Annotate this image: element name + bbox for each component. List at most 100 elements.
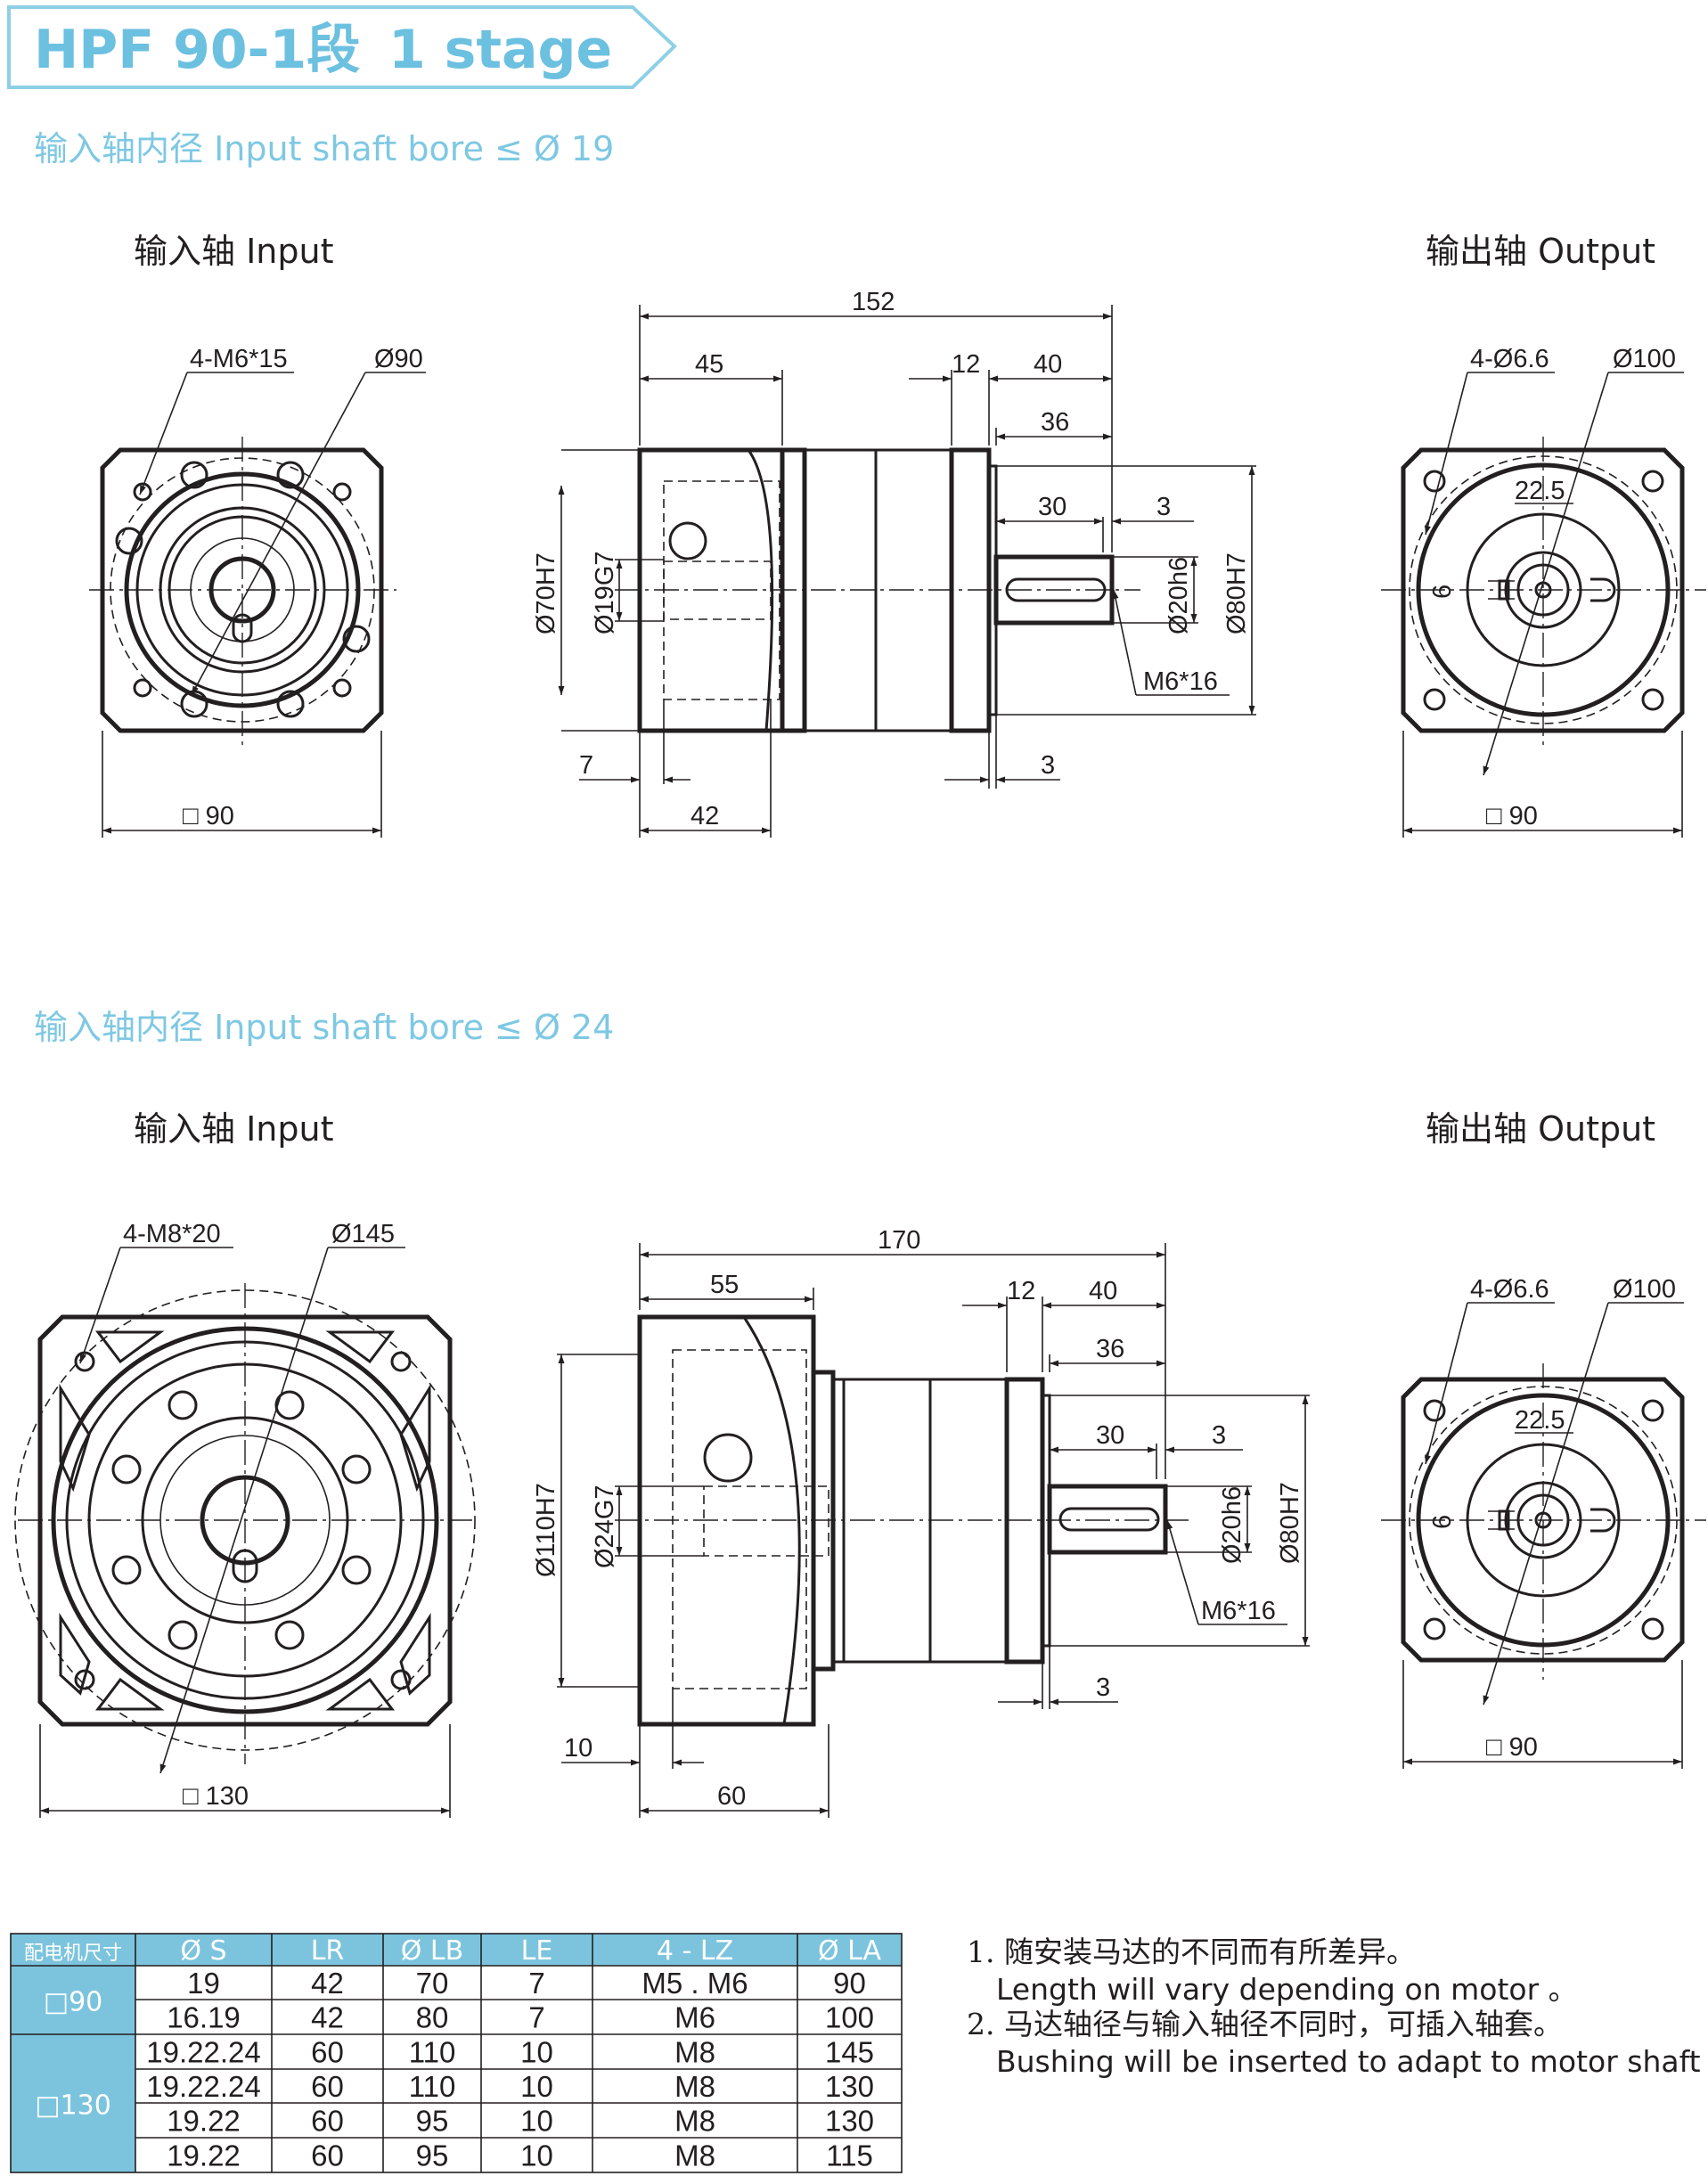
- table-cell: 10: [520, 2139, 553, 2172]
- table-cell: 100: [825, 2001, 874, 2034]
- table-cell: 10: [520, 2070, 553, 2103]
- table-group-label: □130: [35, 2090, 111, 2122]
- s2-pilot-label: Ø80H7: [1276, 1482, 1304, 1564]
- s2-input-holes-label: 4-M8*20: [123, 1220, 221, 1248]
- s2-d3a-label: 3: [1212, 1421, 1226, 1450]
- note-1-cn: 1. 随安装马达的不同而有所差异。: [967, 1935, 1416, 1969]
- s1-total-label: 152: [852, 288, 895, 316]
- table-cell: M8: [674, 2070, 715, 2103]
- s2-input-pcd-label: Ø145: [331, 1220, 395, 1248]
- note-2-en: Bushing will be inserted to adapt to mot…: [996, 2044, 1708, 2079]
- s1-out-keyh-label: 22.5: [1515, 477, 1565, 505]
- table-cell: 10: [520, 2036, 553, 2069]
- table-group-label: □90: [44, 1987, 103, 2018]
- table-cell: 110: [409, 2070, 456, 2103]
- s2-out-pcd-label: Ø100: [1613, 1275, 1676, 1304]
- s1-out-holes-label: 4-Ø6.6: [1470, 345, 1549, 373]
- s1-input-square-label: □ 90: [183, 802, 234, 830]
- s2-d10-label: 10: [564, 1734, 592, 1763]
- table-cell: 16.19: [167, 2001, 241, 2034]
- table-cell: 60: [311, 2105, 344, 2138]
- table-cell: 60: [311, 2139, 344, 2172]
- table-cell: 19: [187, 1967, 220, 2000]
- table-cell: 42: [311, 2001, 344, 2034]
- table-cell: 115: [826, 2139, 873, 2172]
- table-cell: 19.22: [167, 2139, 241, 2172]
- s1-d40-label: 40: [1034, 350, 1062, 379]
- table-cell: 19.22: [167, 2105, 241, 2138]
- s1-input-holes-label: 4-M6*15: [190, 345, 288, 373]
- s2-d40-label: 40: [1089, 1277, 1117, 1305]
- section2-side-view: 170 55 12 40 36 30 3 Ø110H7 Ø24G7 Ø20h6 …: [532, 1226, 1310, 1818]
- s2-d60-label: 60: [717, 1782, 746, 1811]
- s1-out-pcd-label: Ø100: [1613, 345, 1676, 373]
- s2-input-square-label: □ 130: [183, 1782, 249, 1811]
- table-header-cell: Ø LB: [401, 1935, 463, 1967]
- model-title: HPF 90-1段: [34, 19, 360, 81]
- table-cell: 80: [416, 2001, 449, 2034]
- table-cell: 110: [409, 2036, 456, 2069]
- s2-d3b-label: 3: [1096, 1673, 1110, 1702]
- s1-lb-label: Ø70H7: [532, 552, 560, 634]
- s2-d55-label: 55: [710, 1271, 739, 1299]
- s1-out-square-label: □ 90: [1486, 802, 1538, 830]
- table-cell: M6: [674, 2001, 715, 2034]
- table-cell: 42: [311, 1967, 344, 2000]
- s2-out-keyh-label: 22.5: [1515, 1406, 1565, 1435]
- s1-out-keyw-label: 6: [1428, 585, 1457, 599]
- table-header-cell: LE: [521, 1935, 553, 1967]
- section2-input-label: 输入轴 Input: [134, 1109, 333, 1149]
- table-cell: M8: [674, 2139, 715, 2172]
- section1-input-label: 输入轴 Input: [134, 232, 333, 271]
- s2-lb-label: Ø110H7: [532, 1483, 560, 1577]
- s1-d45-label: 45: [695, 350, 723, 379]
- s1-d30-label: 30: [1038, 493, 1066, 521]
- s1-d7-label: 7: [579, 751, 593, 780]
- table-header-cell: Ø LA: [818, 1935, 882, 1967]
- s2-d12-label: 12: [1007, 1277, 1035, 1305]
- table-header-cell: 4 - LZ: [657, 1935, 733, 1967]
- section2-output-label: 输出轴 Output: [1426, 1109, 1655, 1149]
- s2-d36-label: 36: [1096, 1335, 1124, 1363]
- table-header-cell: Ø S: [180, 1935, 226, 1967]
- table-cell: 145: [825, 2036, 874, 2069]
- s1-input-pcd-label: Ø90: [374, 345, 423, 373]
- section2-output-view: 22.5 6 4-Ø6.6 Ø100 □ 90: [1381, 1275, 1706, 1769]
- s1-shaft-label: Ø20h6: [1165, 557, 1193, 634]
- s2-s-label: Ø24G7: [591, 1485, 619, 1569]
- s2-out-keyw-label: 6: [1428, 1515, 1457, 1529]
- table-cell: 60: [311, 2070, 344, 2103]
- section1-output-label: 输出轴 Output: [1426, 232, 1655, 271]
- table-cell: 130: [825, 2105, 874, 2138]
- s2-d30-label: 30: [1096, 1421, 1124, 1450]
- table-cell: 70: [416, 1967, 449, 2000]
- title-banner: HPF 90-1段 1 stage: [7, 5, 677, 89]
- table-cell: 130: [825, 2070, 874, 2103]
- table-cell: 7: [528, 2001, 544, 2034]
- table-cell: M8: [674, 2105, 715, 2138]
- table-cell: 19.22.24: [146, 2070, 260, 2103]
- notes: 1. 随安装马达的不同而有所差异。 Length will vary depen…: [967, 1935, 1708, 2079]
- s1-d3b-label: 3: [1041, 751, 1055, 780]
- table-cell: 60: [311, 2036, 344, 2069]
- section1-input-view: 4-M6*15 Ø90 □ 90: [89, 345, 426, 838]
- stage-title: 1 stage: [388, 19, 612, 81]
- s2-shaft-label: Ø20h6: [1218, 1486, 1246, 1564]
- s2-thread-label: M6*16: [1201, 1597, 1276, 1625]
- s2-out-square-label: □ 90: [1486, 1733, 1538, 1762]
- s1-d12-label: 12: [952, 350, 980, 379]
- section1-side-view: 152 45 12 40 36 30 3 Ø70H7 Ø19G7 Ø20h6 Ø: [532, 288, 1256, 838]
- table-cell: 7: [528, 1967, 544, 2000]
- note-1-en: Length will vary depending on motor 。: [996, 1972, 1578, 2007]
- table-cell: 95: [416, 2139, 449, 2172]
- table-cell: 90: [833, 1967, 866, 2000]
- s2-out-holes-label: 4-Ø6.6: [1470, 1275, 1549, 1304]
- s1-d42-label: 42: [691, 802, 719, 830]
- section1-subtitle: 输入轴内径 Input shaft bore ≤ Ø 19: [34, 129, 614, 168]
- section2-subtitle: 输入轴内径 Input shaft bore ≤ Ø 24: [34, 1008, 614, 1047]
- s1-d36-label: 36: [1041, 408, 1069, 437]
- section2-input-view: 4-M8*20 Ø145 □ 130: [14, 1220, 476, 1818]
- s1-s-label: Ø19G7: [591, 552, 619, 635]
